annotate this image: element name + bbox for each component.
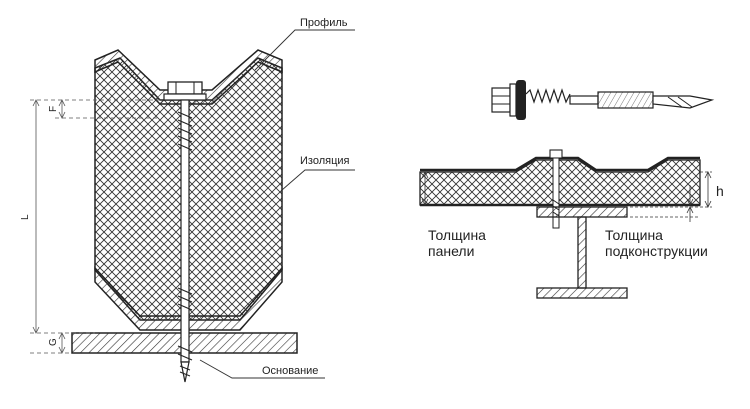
dim-G: G — [48, 338, 59, 346]
label-sub-thickness-1: Толщина — [605, 227, 663, 243]
label-panel-thickness-1: Толщина — [428, 227, 486, 243]
dim-L: L — [20, 214, 31, 220]
right-diagram: h Толщина панели Толщина подконструкции — [419, 80, 724, 299]
left-cross-section: L F G Профиль Изоляция Основание — [20, 17, 355, 383]
label-sub-thickness-2: подконструкции — [605, 243, 708, 259]
i-beam — [536, 206, 628, 299]
dimension-lines — [30, 99, 160, 354]
label-insulation: Изоляция — [300, 155, 350, 167]
panel-dimension-lines — [421, 171, 712, 222]
label-base: Основание — [262, 365, 318, 377]
sandwich-panel — [419, 159, 701, 206]
panel-top-sheet — [420, 156, 700, 172]
dim-F: F — [48, 106, 59, 112]
panel-screw — [549, 149, 563, 229]
label-profile: Профиль — [300, 17, 348, 29]
self-drilling-screw — [491, 80, 715, 120]
screw — [163, 81, 207, 383]
dim-h: h — [716, 183, 724, 199]
label-panel-thickness-2: панели — [428, 243, 474, 259]
leader-lines — [199, 29, 355, 379]
